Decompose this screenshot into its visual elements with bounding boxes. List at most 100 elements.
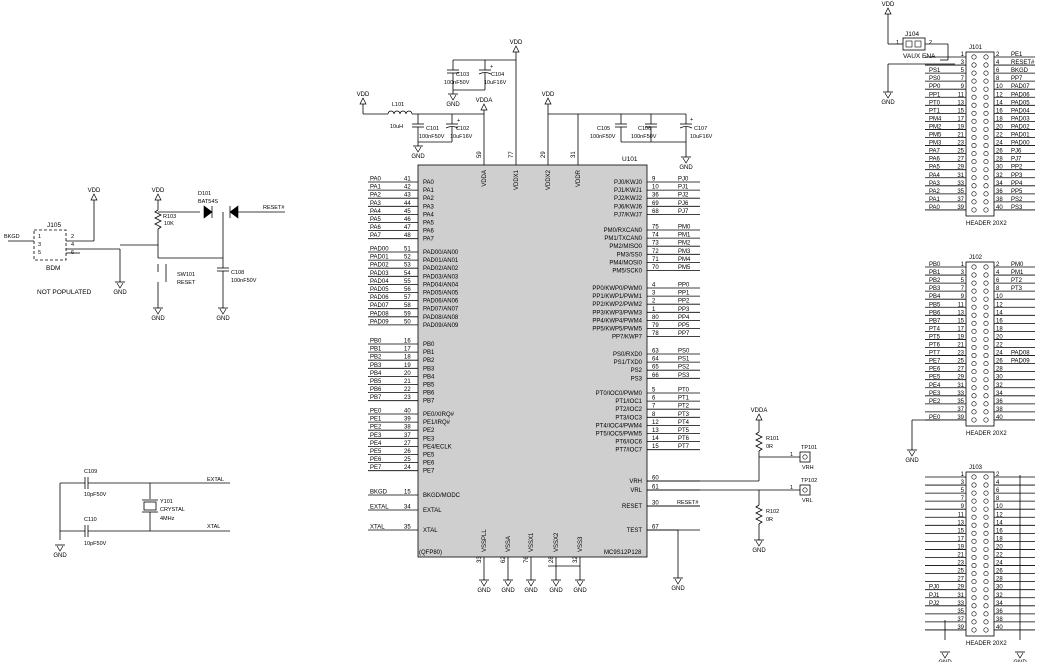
gnd-c108-symbol	[219, 308, 227, 315]
j102-pin-num-even: 14	[996, 310, 1003, 316]
j103-pin	[983, 554, 989, 560]
j102-pin-num-odd: 5	[961, 278, 965, 284]
j102-pin	[983, 280, 989, 286]
mcu-left-net-label: PAD06	[370, 295, 389, 301]
j103-pin	[983, 522, 989, 528]
j101-left-net: PA7	[929, 149, 941, 155]
c110-value: 10pF50V	[84, 541, 107, 547]
j102-pin-num-even: 2	[996, 262, 1000, 268]
mcu-right-pin-name: PS3	[631, 376, 643, 382]
mcu-left-pin-name: XTAL	[423, 528, 438, 534]
j102-pin	[971, 320, 977, 326]
mcu-left-pin-name: PA1	[423, 188, 435, 194]
j103-pin	[971, 611, 977, 617]
j103-pin	[971, 538, 977, 544]
bdm-ref: J105	[47, 222, 61, 229]
j103-pin	[983, 563, 989, 569]
j101-right-net: PP4	[1011, 181, 1023, 187]
mcu-left-pin-name: PB1	[423, 350, 435, 356]
mcu-left-net-label: XTAL	[370, 525, 385, 531]
mcu-left-net-label: PA2	[370, 193, 382, 199]
j103-pin	[983, 506, 989, 512]
mcu-left-pin-name: PAD08/AN08	[423, 315, 459, 321]
j102-pin-num-even: 28	[996, 367, 1003, 373]
j103-pin	[983, 474, 989, 480]
j101-pin-num-even: 4	[996, 60, 1000, 66]
mcu-top-pin-num: 29	[541, 151, 547, 158]
j101-pin-num-odd: 23	[957, 141, 964, 147]
y101-ref: Y101	[160, 499, 173, 505]
j102-pin	[983, 344, 989, 350]
mcu-left-pin-name: PB4	[423, 374, 435, 380]
j102-pin	[983, 312, 989, 318]
mcu-right-net-label: PJ6	[678, 201, 689, 207]
j102-pin	[983, 296, 989, 302]
j101-pin-num-odd: 37	[957, 197, 964, 203]
mcu-right-pin-num: 12	[652, 420, 659, 426]
j101-pin	[983, 207, 989, 213]
mcu-left-pin-num: 16	[404, 339, 411, 345]
mcu-left-pin-num: 45	[404, 209, 411, 215]
j103-pin-num-even: 10	[996, 504, 1003, 510]
mcu-right-pin-num: 68	[652, 209, 659, 215]
mcu-right-pin-num: 14	[652, 436, 659, 442]
j101-left-net: PA1	[929, 197, 941, 203]
j103-pin	[971, 579, 977, 585]
j103-pin	[983, 490, 989, 496]
mcu-right-net-label: PT0	[678, 388, 690, 394]
mcu-right-pin-name: PT0/IOC0/PWM0	[596, 391, 643, 397]
mcu-right-pin-num: 66	[652, 373, 659, 379]
j101-pin-num-even: 40	[996, 205, 1003, 211]
mcu-right-net-label: PM2	[678, 241, 691, 247]
mcu-left-net-label: PE5	[370, 449, 382, 455]
mcu-right-pin-num: 64	[652, 357, 659, 363]
mcu-right-pin-num: 4	[652, 283, 656, 289]
mcu-right-pin-name: PJ0/KWJ0	[614, 180, 643, 186]
mcu-left-net-label: PAD05	[370, 287, 389, 293]
j103-pin-num-odd: 25	[957, 569, 964, 575]
j101-pin	[983, 175, 989, 181]
j104-label: VAUX ENA	[903, 53, 936, 60]
mcu-right-net-label: PJ2	[678, 193, 689, 199]
gnd-c101-symbol	[414, 146, 422, 153]
j101-pin	[983, 54, 989, 60]
mcu-right-net-label: PP0	[678, 283, 690, 289]
reset-net-label: RESET#	[263, 205, 285, 211]
j101-pin	[983, 102, 989, 108]
j102-left-net: PB4	[929, 294, 941, 300]
j101-pin	[971, 151, 977, 157]
vdd-top-label: VDD	[510, 40, 523, 46]
j101-pin	[971, 110, 977, 116]
j102-pin	[971, 344, 977, 350]
mcu-right-pin-name: PT3/IOC3	[615, 415, 642, 421]
mcu-left-net-label: EXTAL	[370, 505, 389, 511]
gnd-crystal-label: GND	[53, 553, 67, 559]
mcu-left-pin-name: PE7	[423, 469, 435, 475]
j102-left-net: PT4	[929, 326, 941, 332]
mcu-left-pin-num: 37	[404, 433, 411, 439]
l101-value: 10uH	[390, 124, 403, 130]
j102-pin	[971, 304, 977, 310]
j104-ref: J104	[905, 31, 919, 38]
j102-right-net: PM0	[1011, 262, 1024, 268]
j101-pin-num-even: 8	[996, 76, 1000, 82]
c102-ref: C102	[456, 126, 469, 132]
j101-pin-num-odd: 29	[957, 165, 964, 171]
mcu-right-pin-num: 9	[652, 177, 656, 183]
j102-pin	[983, 288, 989, 294]
j101-pin-num-even: 38	[996, 197, 1003, 203]
mcu-bottom-pin-num: 62	[501, 556, 507, 563]
mcu-right-pin-num: 61	[652, 485, 659, 491]
j102-pin-num-odd: 39	[957, 415, 964, 421]
c101-value: 100nF50V	[419, 134, 445, 140]
j102-pin-num-even: 32	[996, 383, 1003, 389]
mcu-left-pin-num: 48	[404, 233, 411, 239]
vdd-l101-label: VDD	[357, 92, 370, 98]
j101-pin-num-odd: 35	[957, 189, 964, 195]
mcu-right-net-label: PT6	[678, 436, 690, 442]
mcu-left-net-label: PAD07	[370, 303, 389, 309]
mcu-left-pin-num: 22	[404, 387, 411, 393]
j102-left-net: PE2	[929, 399, 941, 405]
j101-pin-num-odd: 5	[961, 68, 965, 74]
mcu-right-pin-num: 5	[652, 388, 656, 394]
